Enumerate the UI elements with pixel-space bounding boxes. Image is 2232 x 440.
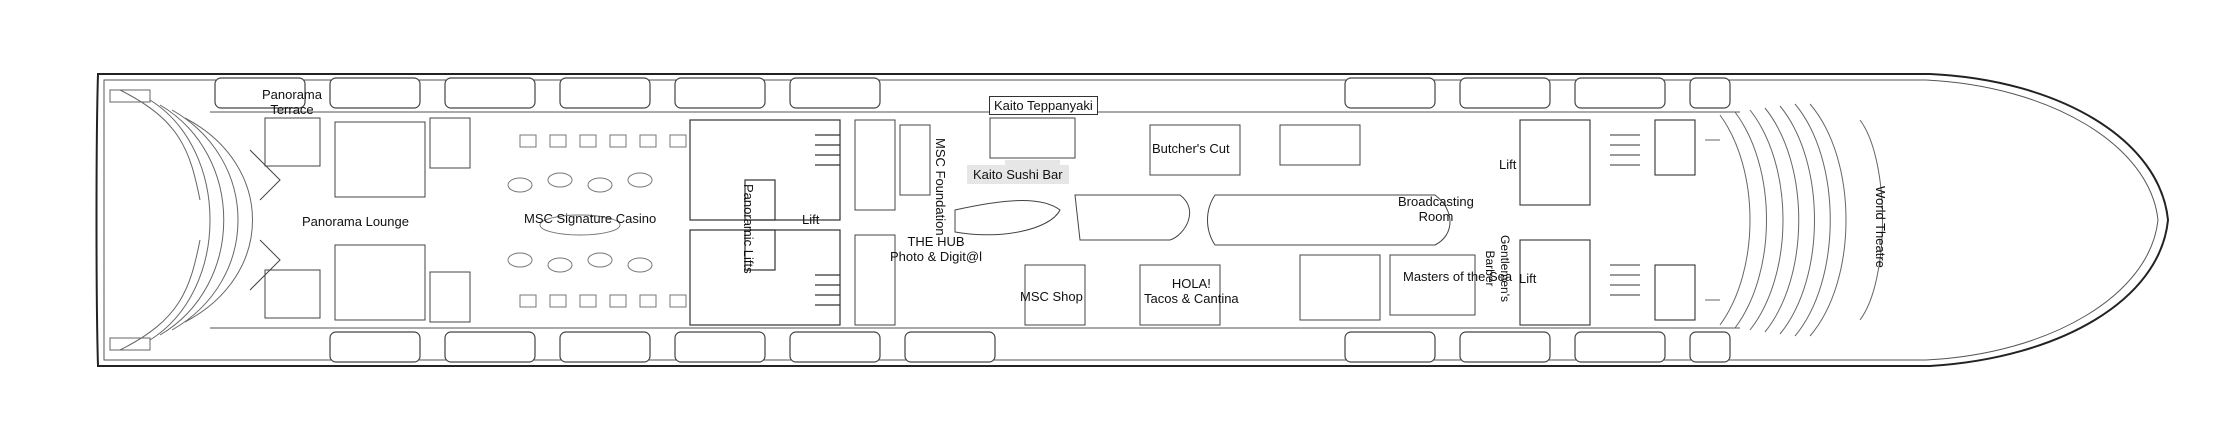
label-msc-signature-casino: MSC Signature Casino (524, 211, 657, 226)
label-line: Barber (1483, 250, 1497, 287)
label-kaito-sushi-bar: Kaito Sushi Bar (967, 165, 1069, 184)
label-lift-forward-bottom: Lift (1519, 271, 1537, 286)
label-line: THE HUB (907, 234, 965, 249)
ship-hull-inner (103, 79, 2159, 361)
label-line: Tacos & Cantina (1144, 291, 1239, 306)
label-world-theatre: World Theatre (1873, 186, 1888, 268)
forward-core (1519, 119, 1696, 326)
label-lift-forward-top: Lift (1499, 157, 1517, 172)
label-hola-tacos-cantina: HOLA! Tacos & Cantina (1144, 276, 1239, 306)
label-broadcasting-room: Broadcasting Room (1398, 194, 1474, 224)
label-lift-aft: Lift (802, 212, 820, 227)
lifeboats-bottom (329, 331, 1731, 363)
label-line: HOLA! (1171, 276, 1211, 291)
label-line: Broadcasting (1398, 194, 1474, 209)
lifeboats-top (214, 77, 1731, 109)
label-msc-shop: MSC Shop (1020, 289, 1083, 304)
label-msc-foundation: MSC Foundation (933, 138, 948, 236)
label-masters-of-the-sea: Masters of the Sea (1403, 269, 1513, 284)
label-panoramic-lifts: Panoramic Lifts (741, 184, 756, 274)
label-gentlemens-barber: Gentlemen's Barber (1482, 235, 1512, 302)
aft-structures (249, 117, 471, 323)
label-kaito-teppanyaki: Kaito Teppanyaki (989, 96, 1098, 115)
label-panorama-terrace: Panorama Terrace (262, 87, 322, 117)
label-butchers-cut: Butcher's Cut (1152, 141, 1230, 156)
label-line: Photo & Digit@l (890, 249, 982, 264)
casino-tables (507, 134, 687, 308)
label-the-hub: THE HUB Photo & Digit@l (890, 234, 982, 264)
label-line: Gentlemen's (1498, 235, 1512, 302)
label-line: Panorama (262, 87, 322, 102)
central-core (689, 119, 841, 326)
aft-lounge-seating (109, 89, 253, 351)
label-line: Room (1418, 209, 1454, 224)
world-theatre-seating (1705, 103, 1883, 337)
label-line: Terrace (270, 102, 314, 117)
label-panorama-lounge: Panorama Lounge (302, 214, 409, 229)
